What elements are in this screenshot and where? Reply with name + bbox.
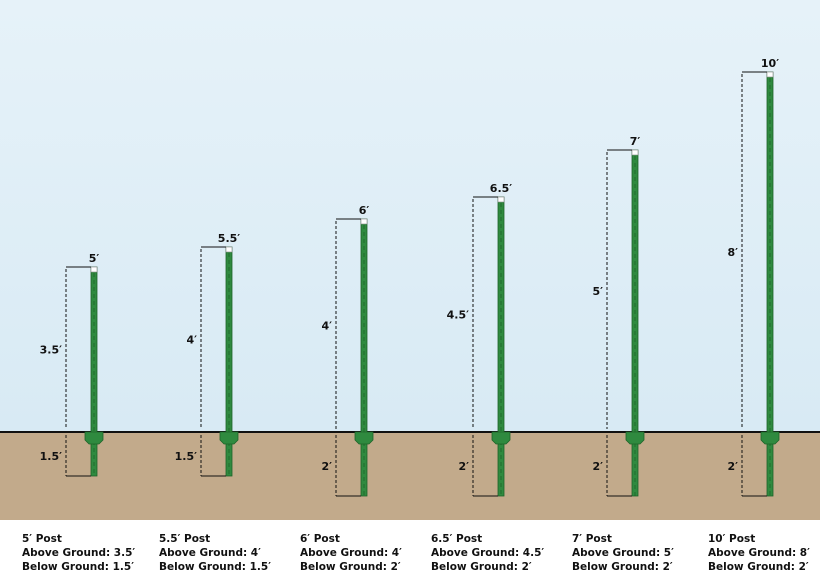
caption-above: Above Ground: 8′ — [708, 547, 810, 559]
post-cap — [766, 71, 774, 78]
anchor-plate — [760, 431, 780, 445]
caption-below: Below Ground: 2′ — [572, 561, 673, 573]
post-cap — [225, 246, 233, 253]
post-cap — [497, 196, 505, 203]
below-ground-label: 2′ — [458, 460, 469, 473]
caption-below: Below Ground: 1.5′ — [159, 561, 271, 573]
caption-above: Above Ground: 4.5′ — [431, 547, 545, 559]
post-height-label: 6′ — [359, 204, 370, 217]
post-cap — [631, 149, 639, 156]
post-group: 7′ 5′ 2′ — [592, 135, 645, 497]
below-ground-label: 1.5′ — [40, 450, 62, 463]
above-ground-label: 4′ — [321, 320, 332, 333]
post-height-label: 10′ — [761, 57, 779, 70]
post-height-label: 7′ — [630, 135, 641, 148]
post-group: 6.5′ 4.5′ 2′ — [447, 182, 512, 497]
caption-below: Below Ground: 2′ — [300, 561, 401, 573]
anchor-plate — [84, 431, 104, 445]
post-height-label: 5′ — [89, 252, 100, 265]
caption-above: Above Ground: 3.5′ — [22, 547, 136, 559]
caption-below: Below Ground: 2′ — [708, 561, 809, 573]
caption-title: 5.5′ Post — [159, 533, 211, 545]
above-ground-label: 3.5′ — [40, 344, 62, 357]
post-group: 5.5′ 4′ 1.5′ — [175, 232, 240, 477]
caption-title: 6.5′ Post — [431, 533, 483, 545]
caption-below: Below Ground: 2′ — [431, 561, 532, 573]
anchor-plate — [219, 431, 239, 445]
caption-below: Below Ground: 1.5′ — [22, 561, 134, 573]
post-group: 6′ 4′ 2′ — [321, 204, 374, 497]
below-ground-label: 2′ — [592, 460, 603, 473]
above-ground-label: 5′ — [592, 285, 603, 298]
below-ground-label: 2′ — [727, 460, 738, 473]
post-group: 5′ 3.5′ 1.5′ — [40, 252, 104, 477]
caption-title: 6′ Post — [300, 533, 340, 545]
below-ground-label: 2′ — [321, 460, 332, 473]
anchor-plate — [491, 431, 511, 445]
post-diagram: 5′ 3.5′ 1.5′ 5.5′ 4′ 1.5′ 6′ 4′ 2′ 6.5′ 4.5′ 2′ 7′ 5′… — [0, 0, 820, 520]
post-group: 10′ 8′ 2′ — [727, 57, 780, 497]
post-height-label: 5.5′ — [218, 232, 240, 245]
above-ground-label: 4′ — [186, 334, 197, 347]
caption-title: 7′ Post — [572, 533, 612, 545]
below-ground-label: 1.5′ — [175, 450, 197, 463]
sky — [0, 0, 820, 432]
caption-above: Above Ground: 4′ — [300, 547, 402, 559]
caption-above: Above Ground: 5′ — [572, 547, 674, 559]
above-ground-label: 8′ — [727, 246, 738, 259]
above-ground-label: 4.5′ — [447, 309, 469, 322]
anchor-plate — [625, 431, 645, 445]
post-cap — [360, 218, 368, 225]
caption-above: Above Ground: 4′ — [159, 547, 261, 559]
caption-title: 5′ Post — [22, 533, 62, 545]
anchor-plate — [354, 431, 374, 445]
caption-title: 10′ Post — [708, 533, 756, 545]
post-cap — [90, 266, 98, 273]
post-height-label: 6.5′ — [490, 182, 512, 195]
ground — [0, 432, 820, 520]
